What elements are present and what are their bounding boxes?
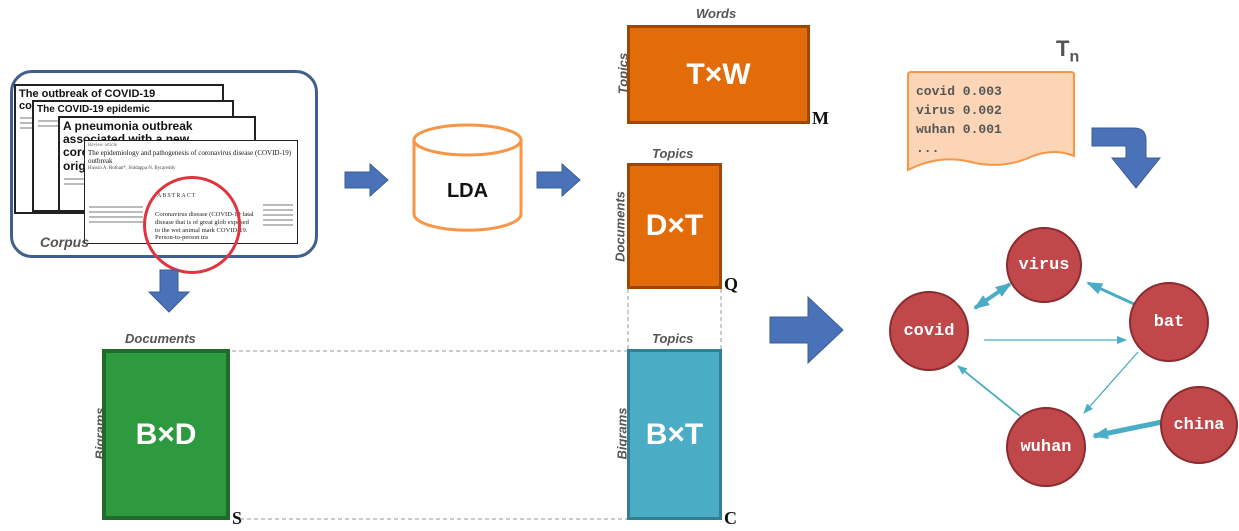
bt-matrix: B×T [627, 349, 722, 520]
topic-line-3: wuhan 0.001 [916, 122, 1002, 137]
tw-corner-label: M [812, 108, 829, 128]
topic-card-title: Tn [1056, 36, 1079, 66]
bt-top-label: Topics [652, 331, 694, 346]
tw-top-label: Words [696, 6, 737, 21]
edge-wuhan-covid [957, 365, 1021, 417]
dt-matrix: D×T [627, 163, 722, 289]
paper-authors: Hussin A. Rothan*, Siddappa N. Byrareddy [88, 166, 176, 172]
bd-top-label: Documents [125, 331, 196, 346]
edge-bat-wuhan [1083, 351, 1139, 414]
bt-corner-label: C [724, 508, 737, 528]
arrow-right-icon [769, 295, 844, 365]
arrow-bend-down-icon [1091, 127, 1162, 189]
paper-title-2: The COVID-19 epidemic [37, 104, 150, 115]
lda-cylinder [412, 123, 523, 232]
bd-matrix: B×D [102, 349, 230, 520]
corpus-label: Corpus [40, 234, 89, 250]
topic-title-sub: n [1069, 48, 1080, 66]
dt-top-label: Topics [652, 146, 694, 161]
graph-node-virus: virus [1006, 227, 1082, 303]
topic-card-lines: covid 0.003 virus 0.002 wuhan 0.001 ... [916, 82, 1002, 158]
tw-matrix: T×W [627, 25, 810, 124]
lda-label: LDA [446, 180, 489, 202]
arrow-right-icon [344, 162, 389, 198]
magnifier-circle [143, 176, 241, 274]
edge-bat-virus [1086, 281, 1135, 306]
graph-node-china: china [1160, 386, 1238, 464]
topic-line-4: ... [916, 141, 940, 156]
topic-card-shape [907, 71, 1075, 172]
dt-corner-label: Q [724, 274, 739, 294]
topic-line-1: covid 0.003 [916, 84, 1002, 99]
topic-line-2: virus 0.002 [916, 103, 1002, 118]
bd-corner-label: S [232, 508, 243, 528]
arrow-down-icon [147, 269, 191, 313]
graph-node-wuhan: wuhan [1006, 407, 1086, 487]
graph-node-covid: covid [889, 291, 969, 371]
paper-kicker: Review article [88, 143, 118, 148]
arrow-right-icon [536, 162, 581, 198]
graph-node-bat: bat [1129, 282, 1209, 362]
edge-covid-virus [973, 282, 1012, 310]
paper-title-4: The epidemiology and pathogenesis of cor… [88, 149, 292, 165]
edge-china-wuhan [1092, 419, 1163, 440]
topic-title-main: T [1056, 36, 1070, 61]
paper-card-4: Review article The epidemiology and path… [84, 140, 298, 244]
